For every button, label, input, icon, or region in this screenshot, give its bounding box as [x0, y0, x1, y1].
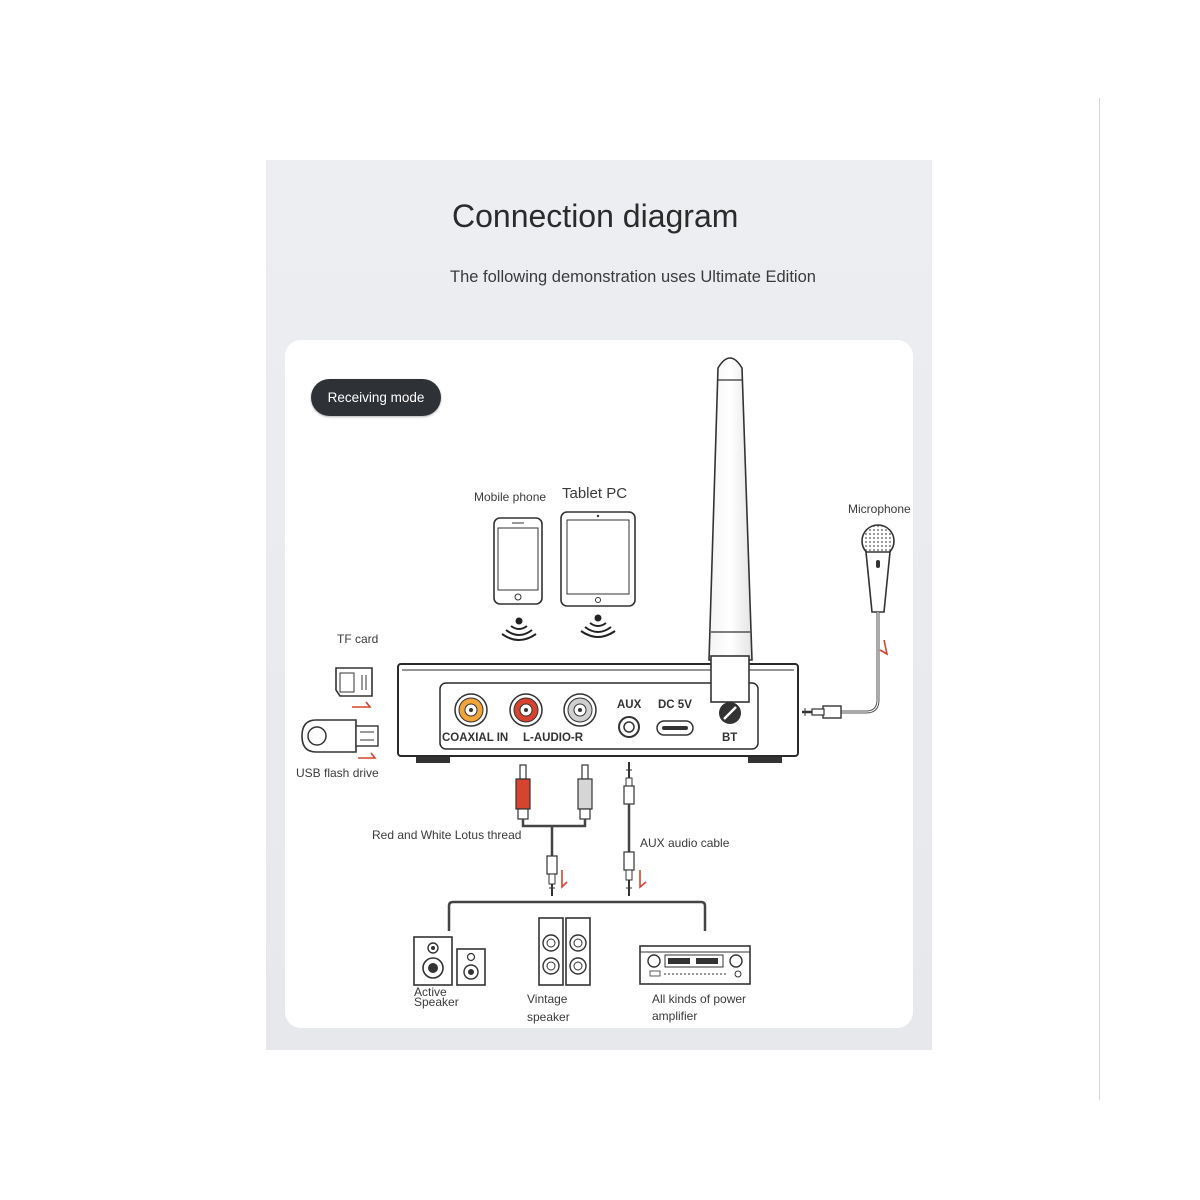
mobile-phone-icon	[493, 517, 543, 605]
rca-right-port-icon	[563, 693, 597, 727]
tablet-wireless-icon	[580, 614, 616, 638]
rca-arrow-icon	[561, 870, 568, 889]
aux-port-label: AUX	[617, 699, 642, 711]
rca-port-label: L-AUDIO-R	[523, 732, 584, 744]
usb-arrow-icon	[358, 752, 377, 759]
tablet-pc-icon	[560, 511, 636, 607]
active-speaker-label-line1: Active	[414, 985, 447, 999]
mobile-phone-label: Mobile phone	[474, 490, 547, 504]
vintage-speaker-label-line2: speaker	[527, 1010, 570, 1024]
amplifier-label-line2: amplifier	[652, 1009, 698, 1023]
amplifier-label-line1: All kinds of power	[652, 992, 747, 1006]
tablet-pc-label: Tablet PC	[562, 485, 628, 502]
power-amplifier-icon	[639, 945, 751, 985]
active-speaker-label-line2: Speaker	[414, 995, 459, 1009]
usb-flash-drive-label: USB flash drive	[296, 766, 379, 780]
vintage-speaker-icon	[538, 917, 591, 986]
phone-wireless-icon	[501, 617, 537, 641]
mode-badge: Receiving mode	[311, 379, 441, 416]
tf-card-icon	[335, 667, 373, 697]
microphone-icon	[802, 524, 895, 719]
microphone-label: Microphone	[848, 502, 911, 516]
coaxial-port-icon	[454, 693, 488, 727]
rca-cable-icon	[515, 764, 593, 896]
rca-left-port-icon	[509, 693, 543, 727]
aux-cable-label: AUX audio cable	[640, 836, 730, 850]
tf-card-arrow-icon	[352, 701, 372, 708]
usb-flash-drive-icon	[301, 719, 379, 753]
page-divider	[1099, 98, 1100, 1100]
output-bracket	[447, 900, 707, 931]
coaxial-port-label: COAXIAL IN	[442, 732, 509, 744]
bt-label: BT	[722, 732, 738, 744]
aux-cable-icon	[623, 762, 635, 896]
bt-antenna-icon	[708, 357, 753, 724]
page-title: Connection diagram	[452, 198, 739, 234]
mic-arrow-icon	[879, 639, 889, 656]
active-speaker-icon	[413, 936, 486, 986]
dc-port-label: DC 5V	[658, 699, 692, 711]
usb-c-port-icon	[656, 720, 694, 736]
rca-cable-label: Red and White Lotus thread	[372, 828, 522, 842]
tf-card-label: TF card	[337, 632, 379, 646]
page-subtitle: The following demonstration uses Ultimat…	[450, 268, 816, 286]
aux-port-icon	[618, 716, 640, 738]
aux-arrow-icon	[639, 870, 647, 889]
vintage-speaker-label-line1: Vintage	[527, 992, 568, 1006]
